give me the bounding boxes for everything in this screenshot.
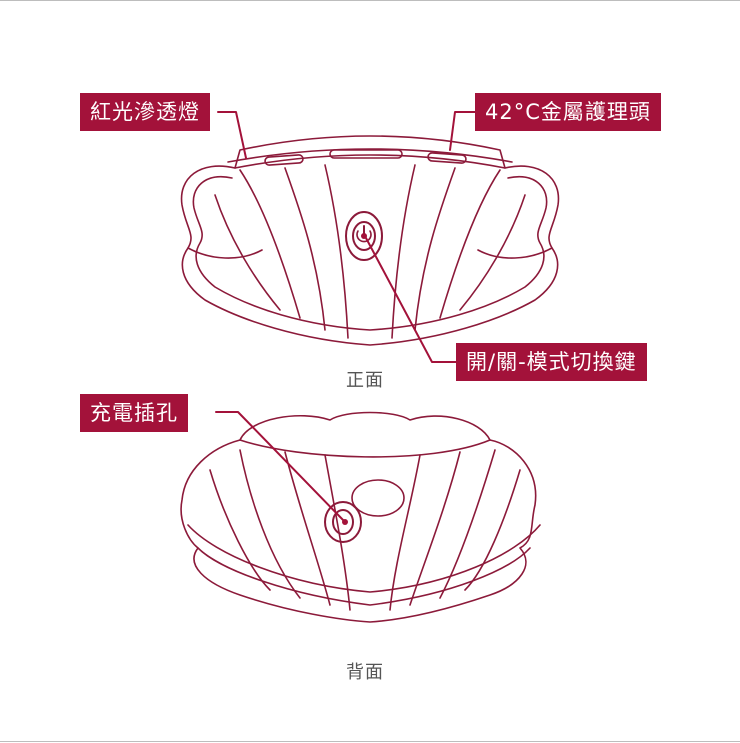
callout-red-light: 紅光滲透燈 <box>80 93 210 131</box>
leader-red-light <box>217 111 247 159</box>
callout-metal-head: 42°C金屬護理頭 <box>475 93 661 131</box>
leader-charging-port <box>215 411 346 523</box>
leader-power-key <box>365 237 457 363</box>
top-border <box>0 0 740 1</box>
callout-charging-port: 充電插孔 <box>80 394 188 432</box>
back-view-label: 背面 <box>346 662 384 683</box>
callout-power-mode-key: 開/關-模式切換鍵 <box>456 343 647 381</box>
back-device-illustration <box>180 411 541 623</box>
bottom-border <box>0 741 740 742</box>
front-view-label: 正面 <box>346 370 384 391</box>
leader-metal-head <box>449 111 476 151</box>
front-device-illustration <box>180 135 560 346</box>
